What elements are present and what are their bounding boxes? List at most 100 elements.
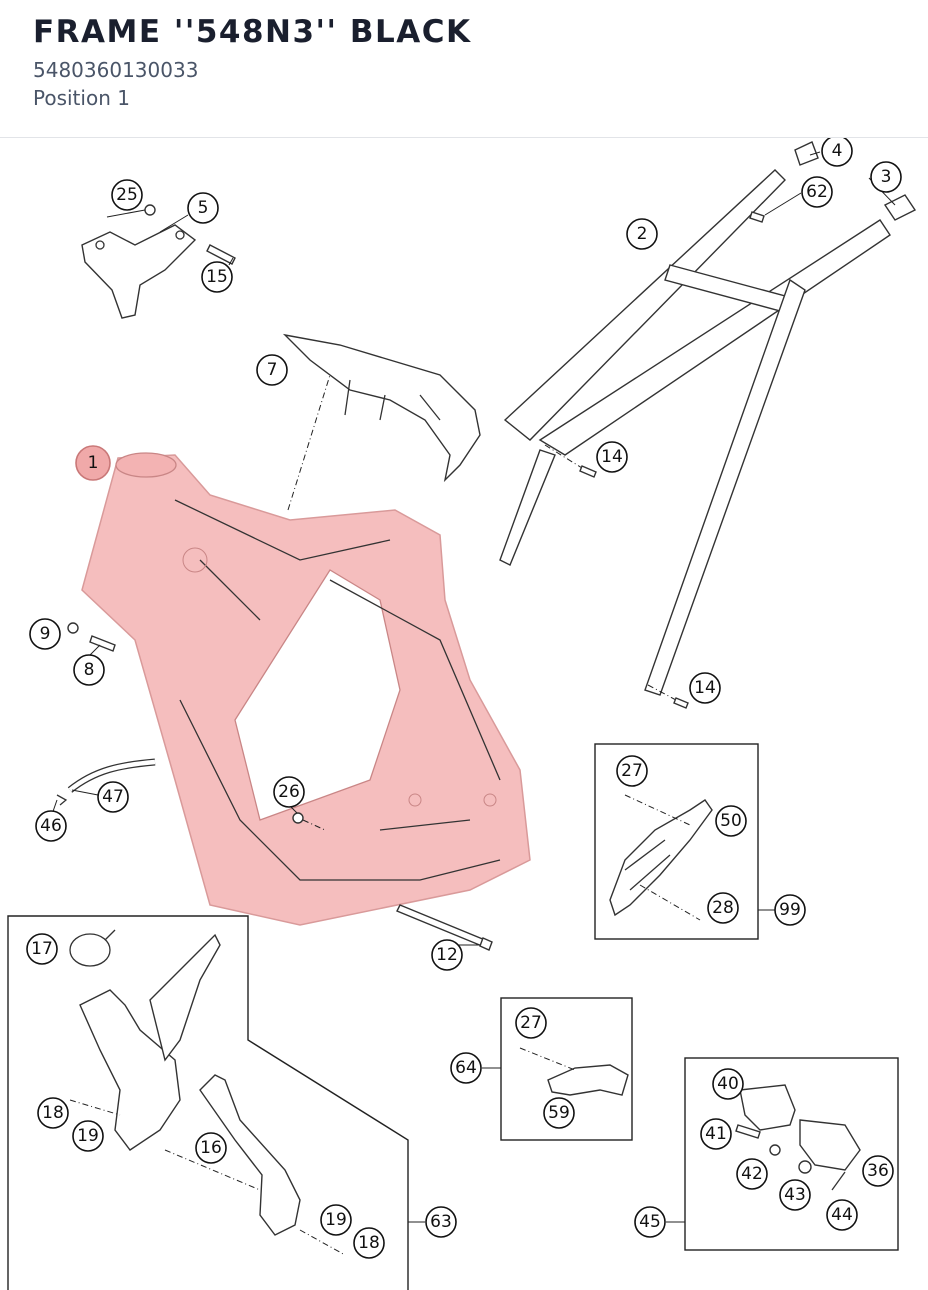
callout-19b[interactable]: 19 <box>320 1204 352 1236</box>
bolt-part-14a[interactable] <box>544 444 597 478</box>
callout-46[interactable]: 46 <box>35 810 67 842</box>
callout-9[interactable]: 9 <box>29 618 61 650</box>
svg-text:14: 14 <box>694 678 716 698</box>
bolt-part-62[interactable] <box>749 211 765 223</box>
cap-part-3[interactable] <box>883 194 917 221</box>
callout-18b[interactable]: 18 <box>353 1227 385 1259</box>
svg-text:46: 46 <box>40 816 62 836</box>
washer-part-43[interactable] <box>798 1160 812 1174</box>
callout-12[interactable]: 12 <box>431 939 463 971</box>
svg-text:25: 25 <box>116 185 138 205</box>
svg-text:4: 4 <box>832 141 843 161</box>
callout-44[interactable]: 44 <box>826 1199 858 1231</box>
bracket-part-5[interactable] <box>81 204 236 319</box>
leader-7-frame <box>287 374 331 511</box>
svg-text:27: 27 <box>520 1013 542 1033</box>
footpeg-part-36[interactable] <box>799 1119 861 1171</box>
svg-text:19: 19 <box>77 1126 99 1146</box>
callout-27a[interactable]: 27 <box>616 755 648 787</box>
part-number: 5480360130033 <box>33 58 199 82</box>
nut-part-9[interactable] <box>67 622 79 634</box>
callout-27b[interactable]: 27 <box>515 1007 547 1039</box>
svg-text:59: 59 <box>548 1103 570 1123</box>
page-title: FRAME ''548N3'' BLACK <box>33 14 472 50</box>
callout-14a[interactable]: 14 <box>596 441 628 473</box>
cotter-part-44[interactable] <box>831 1171 846 1191</box>
pin-part-41[interactable] <box>735 1124 761 1139</box>
svg-text:36: 36 <box>867 1161 889 1181</box>
svg-text:45: 45 <box>639 1212 661 1232</box>
svg-text:8: 8 <box>84 660 95 680</box>
hose-part-47[interactable] <box>67 758 156 793</box>
svg-text:27: 27 <box>621 761 643 781</box>
callout-43[interactable]: 43 <box>779 1179 811 1211</box>
callout-18a[interactable]: 18 <box>37 1097 69 1129</box>
svg-text:44: 44 <box>831 1205 853 1225</box>
exploded-parts-diagram: 1 2 3 4 5 7 8 9 12 14 14 15 16 17 18 18 … <box>7 138 917 1290</box>
svg-text:5: 5 <box>198 198 209 218</box>
callout-47[interactable]: 47 <box>97 781 129 813</box>
svg-text:19: 19 <box>325 1210 347 1230</box>
svg-text:14: 14 <box>601 447 623 467</box>
callout-45[interactable]: 45 <box>634 1206 666 1238</box>
kit-box-64 <box>500 997 633 1141</box>
svg-text:47: 47 <box>102 787 124 807</box>
svg-text:42: 42 <box>741 1164 763 1184</box>
callout-1[interactable]: 1 <box>75 445 111 481</box>
callout-62[interactable]: 62 <box>801 176 833 208</box>
callout-64[interactable]: 64 <box>450 1052 482 1084</box>
subframe-part-2[interactable] <box>499 169 891 696</box>
washer-part-26[interactable] <box>292 812 326 831</box>
protector-part-16[interactable] <box>199 1074 301 1236</box>
frame-part-1[interactable] <box>81 452 531 926</box>
svg-text:9: 9 <box>40 624 51 644</box>
callout-5[interactable]: 5 <box>187 192 219 224</box>
bolt-part-8[interactable] <box>89 635 116 652</box>
callout-26[interactable]: 26 <box>273 776 305 808</box>
spring-part-42[interactable] <box>769 1144 781 1156</box>
guide-part-50[interactable] <box>609 799 713 917</box>
svg-text:43: 43 <box>784 1185 806 1205</box>
callout-17[interactable]: 17 <box>26 933 58 965</box>
callout-7[interactable]: 7 <box>256 354 288 386</box>
callout-19a[interactable]: 19 <box>72 1120 104 1152</box>
kit-box-99 <box>594 743 759 940</box>
clip-part-46[interactable] <box>56 794 68 806</box>
bolt-part-12[interactable] <box>396 904 493 951</box>
callout-15[interactable]: 15 <box>201 261 233 293</box>
callout-42[interactable]: 42 <box>736 1158 768 1190</box>
strap-part-17[interactable] <box>69 929 116 967</box>
svg-text:26: 26 <box>278 782 300 802</box>
callout-40[interactable]: 40 <box>712 1068 744 1100</box>
guard-part-7[interactable] <box>282 333 481 483</box>
svg-text:17: 17 <box>31 939 53 959</box>
svg-text:99: 99 <box>779 900 801 920</box>
callout-3[interactable]: 3 <box>870 161 902 193</box>
callout-59[interactable]: 59 <box>543 1097 575 1129</box>
svg-text:12: 12 <box>436 945 458 965</box>
callout-36[interactable]: 36 <box>862 1155 894 1187</box>
callout-28[interactable]: 28 <box>707 892 739 924</box>
svg-text:62: 62 <box>806 182 828 202</box>
callout-14b[interactable]: 14 <box>689 672 721 704</box>
callout-50[interactable]: 50 <box>715 805 747 837</box>
callout-8[interactable]: 8 <box>73 654 105 686</box>
callout-63[interactable]: 63 <box>425 1206 457 1238</box>
callout-99[interactable]: 99 <box>774 894 806 926</box>
bolt-part-14b[interactable] <box>647 684 689 709</box>
svg-text:64: 64 <box>455 1058 477 1078</box>
callout-41[interactable]: 41 <box>700 1118 732 1150</box>
footpeg-part-40[interactable] <box>739 1084 796 1131</box>
callout-16[interactable]: 16 <box>195 1132 227 1164</box>
protector-left[interactable] <box>79 933 221 1151</box>
cap-part-4[interactable] <box>794 141 819 166</box>
callout-25[interactable]: 25 <box>111 179 143 211</box>
callout-4[interactable]: 4 <box>821 138 853 167</box>
svg-text:16: 16 <box>200 1138 222 1158</box>
guide-part-59[interactable] <box>547 1064 629 1096</box>
svg-text:2: 2 <box>637 224 648 244</box>
svg-text:28: 28 <box>712 898 734 918</box>
svg-text:40: 40 <box>717 1074 739 1094</box>
svg-text:41: 41 <box>705 1124 727 1144</box>
callout-2[interactable]: 2 <box>626 218 658 250</box>
